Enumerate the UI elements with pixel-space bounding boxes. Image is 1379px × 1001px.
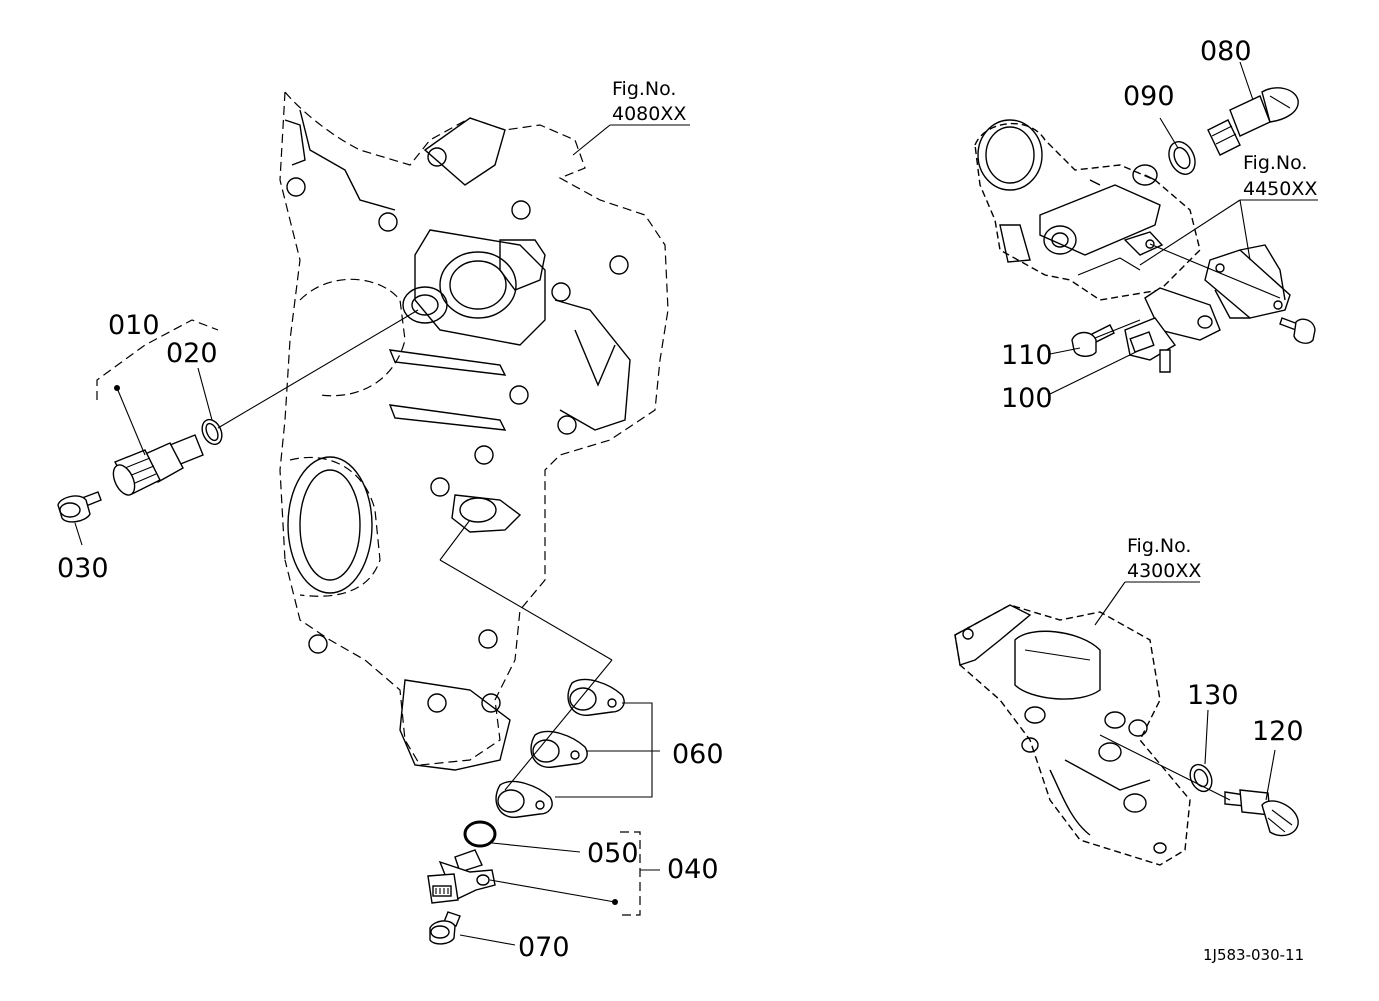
leader-lines-right-bottom	[1094, 581, 1276, 801]
washer-130	[1189, 763, 1213, 793]
part-label-040: 040	[667, 854, 719, 885]
bolt-070	[429, 911, 461, 945]
bracket-bolt	[1279, 317, 1316, 344]
thermostat-housing-drawing	[974, 119, 1201, 301]
drawing-code: 1J583-030-11	[1203, 946, 1304, 964]
part-label-100: 100	[1001, 383, 1053, 414]
figure-refs: Fig.No. 4080XX Fig.No. 4450XX Fig.No. 43…	[612, 78, 1317, 582]
gear-case-drawing	[279, 91, 669, 771]
leader-lines-center	[439, 124, 690, 946]
part-label-070: 070	[518, 932, 570, 963]
bolt-030	[57, 491, 102, 523]
fig-ref-label-4450: Fig.No.	[1243, 152, 1307, 174]
part-label-130: 130	[1187, 680, 1239, 711]
part-number-labels: 010 020 030 040 050 060 070 080 090 100 …	[57, 36, 1304, 963]
bolt-110	[1071, 324, 1115, 357]
part-label-110: 110	[1001, 340, 1053, 371]
pressure-sensor-100	[1124, 287, 1221, 373]
fig-ref-number-4080: 4080XX	[612, 103, 686, 125]
sensor-040	[427, 849, 496, 904]
temp-sensor-080	[1207, 87, 1299, 156]
water-flange-drawing	[954, 604, 1191, 866]
part-label-120: 120	[1252, 716, 1304, 747]
part-label-020: 020	[166, 338, 218, 369]
part-label-050: 050	[587, 838, 639, 869]
o-ring-050	[463, 820, 497, 848]
part-label-090: 090	[1123, 81, 1175, 112]
o-ring-020	[201, 418, 223, 446]
leader-lines-right-top	[1049, 61, 1318, 395]
fig-ref-label-4300: Fig.No.	[1127, 535, 1191, 557]
fig-ref-number-4300: 4300XX	[1127, 560, 1201, 582]
temp-sensor-120	[1224, 789, 1299, 837]
fig-ref-number-4450: 4450XX	[1243, 178, 1317, 200]
speed-sensor-010	[112, 434, 204, 496]
part-label-030: 030	[57, 553, 109, 584]
part-label-010: 010	[108, 310, 160, 341]
part-label-060: 060	[672, 739, 724, 770]
part-label-080: 080	[1200, 36, 1252, 67]
gaskets-060	[495, 678, 660, 818]
washer-090	[1168, 141, 1196, 175]
sensor-bracket	[1204, 244, 1291, 319]
fig-ref-label-4080: Fig.No.	[612, 78, 676, 100]
leader-lines-left	[74, 309, 419, 546]
